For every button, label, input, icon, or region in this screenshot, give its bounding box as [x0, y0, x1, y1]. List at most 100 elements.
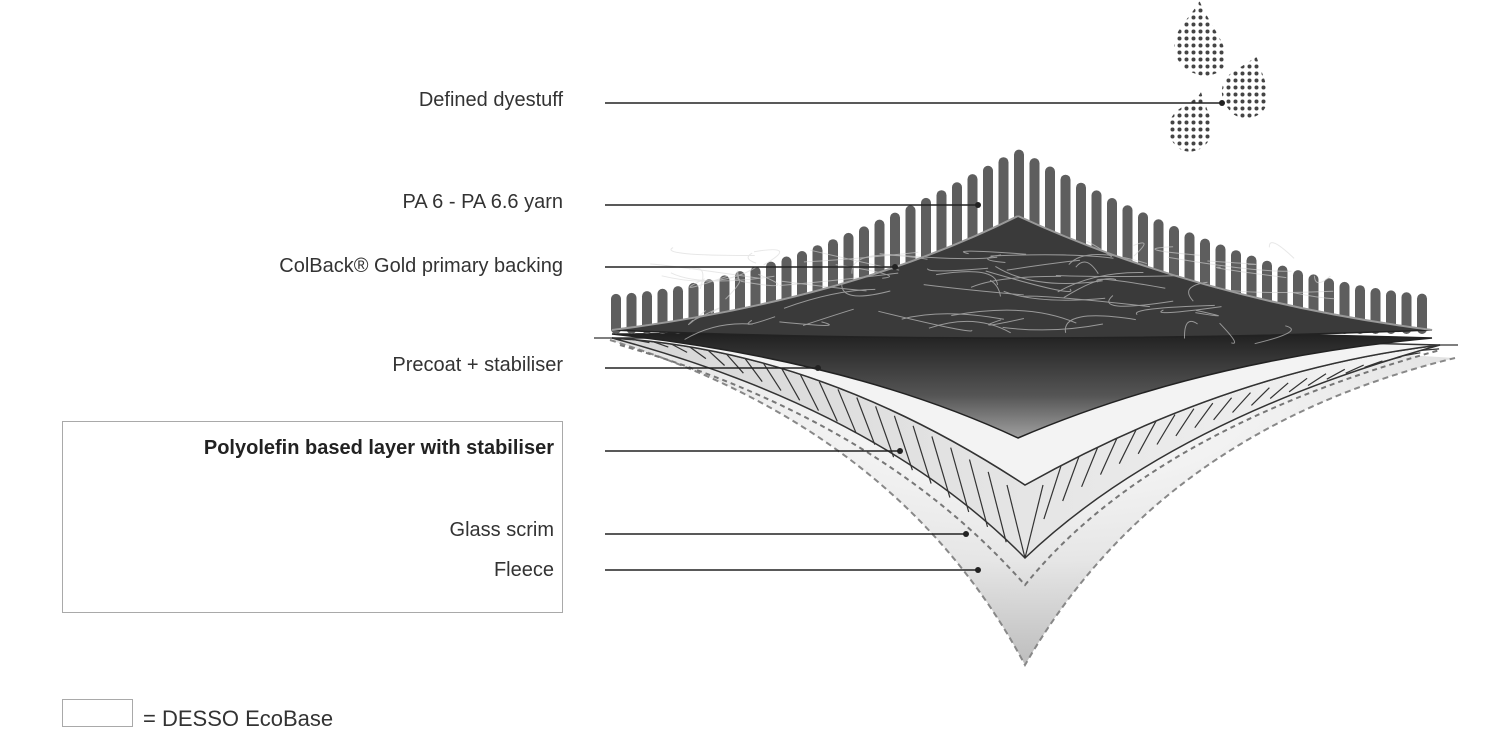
backing-fibre: [783, 288, 876, 309]
backing-fibre: [1219, 322, 1236, 344]
hatch-line: [875, 406, 895, 458]
hatch-line: [950, 447, 970, 513]
label-primary-backing: ColBack® Gold primary backing: [279, 255, 563, 277]
hatch-line: [893, 415, 913, 471]
backing-fibre: [1195, 309, 1220, 317]
backing-fibre: [990, 254, 1114, 259]
backing-fibre: [985, 270, 1072, 293]
dye-droplets-icon: [1168, 0, 1268, 152]
backing-fibre: [779, 321, 830, 326]
backing-fibre: [810, 249, 900, 271]
yarn-tuft: [642, 291, 652, 334]
hatch-line: [1326, 368, 1346, 380]
hatch-line: [799, 374, 820, 411]
glass-scrim-edge: [619, 344, 1441, 587]
backing-fibre: [1006, 259, 1081, 271]
hatch-line: [1307, 373, 1327, 387]
backing-fibre: [1064, 315, 1136, 333]
label-precoat: Precoat + stabiliser: [392, 354, 563, 376]
hatch-line: [856, 397, 876, 445]
hatch-line: [1062, 451, 1082, 502]
hatch-line: [1024, 484, 1044, 559]
backing-fibre: [779, 272, 899, 286]
backing-fibre: [962, 250, 1027, 255]
backing-fibre: [1002, 323, 1103, 331]
label-yarn: PA 6 - PA 6.6 yarn: [402, 191, 563, 213]
backing-fibre: [1135, 304, 1215, 316]
hatch-line: [1288, 377, 1308, 393]
backing-fibre: [989, 279, 1001, 297]
legend-swatch: [62, 699, 133, 727]
hatch-line: [1232, 392, 1251, 413]
hatch-line: [1345, 364, 1364, 374]
label-glass-scrim: Glass scrim: [449, 519, 554, 541]
ecobase-group-box: [62, 421, 563, 613]
backing-fibre: [1254, 325, 1292, 345]
hatch-line: [1099, 434, 1120, 475]
hatch-line: [987, 471, 1007, 543]
hatch-line: [1383, 356, 1402, 363]
hatch-line: [1175, 408, 1195, 437]
backing-fibre: [951, 309, 1077, 324]
hatch-line: [1269, 382, 1289, 399]
hatch-line: [743, 357, 763, 382]
hatch-line: [1006, 484, 1026, 559]
backing-fibre: [1003, 290, 1106, 301]
backing-fibre: [689, 275, 728, 288]
leader-lines: [605, 102, 1222, 571]
hatch-line: [1043, 462, 1063, 520]
backing-fibre: [1075, 261, 1099, 274]
backing-fibre: [1207, 260, 1256, 265]
hatch-line: [1364, 360, 1383, 368]
hatch-line: [1421, 348, 1440, 351]
backing-fibre: [803, 251, 919, 263]
hatch-line: [818, 381, 838, 422]
hatch-line: [1250, 387, 1270, 406]
label-fleece: Fleece: [493, 559, 554, 581]
hatch-line: [1156, 414, 1176, 445]
backing-fibre: [670, 247, 755, 257]
backing-ridge-left: [611, 215, 1019, 331]
backing-fibre: [970, 275, 1062, 288]
hatch-line: [931, 436, 951, 498]
backing-fibre: [936, 271, 998, 286]
hatch-line: [687, 345, 707, 360]
backing-fibre: [670, 272, 775, 282]
backing-fibre: [995, 265, 1103, 285]
hatch-line: [1402, 352, 1421, 357]
backing-fibre: [725, 278, 741, 300]
backing-fibre: [688, 310, 706, 326]
backing-fibre: [781, 280, 867, 292]
label-polyolefin: Polyolefin based layer with stabiliser: [203, 437, 554, 459]
hatch-line: [706, 348, 726, 366]
backing-fibre: [928, 320, 1011, 334]
hatch-line: [837, 389, 857, 434]
backing-fibre: [841, 281, 891, 297]
backing-fibre: [927, 267, 989, 272]
backing-fibre: [1160, 306, 1222, 314]
backing-fibre: [1268, 242, 1295, 259]
backing-fibre: [987, 254, 1006, 263]
backing-fibre: [1023, 295, 1150, 308]
leader-dots: [815, 100, 1225, 573]
backing-fibre: [1183, 320, 1198, 339]
hatch-line: [1118, 427, 1138, 464]
hatch-line: [781, 368, 801, 401]
hatch-line: [1194, 402, 1214, 429]
backing-fibres: [650, 240, 1335, 345]
yarn-tuft: [611, 293, 621, 334]
backing-fibre: [753, 249, 781, 266]
backing-fibre: [878, 310, 973, 332]
backing-fibre: [747, 252, 757, 264]
hatch-line: [1213, 397, 1233, 421]
backing-fibre: [1055, 275, 1179, 278]
hatch-line: [1081, 442, 1101, 488]
backing-fibre: [1291, 291, 1335, 300]
hatch-line: [1137, 420, 1157, 455]
fleece-edge: [609, 339, 1456, 668]
backing-fibre: [901, 313, 1004, 320]
yarn-tuft: [626, 292, 637, 334]
backing-fibre: [1133, 242, 1145, 257]
hatch-line: [912, 425, 932, 484]
